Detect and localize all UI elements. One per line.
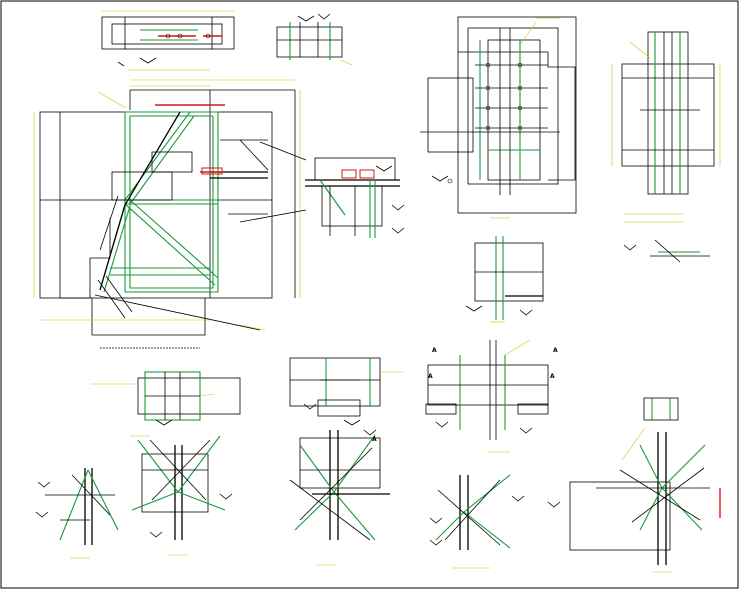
- node-detail-7: [289, 429, 390, 566]
- section-markers: A A A A A: [372, 347, 558, 443]
- top-plan-view: [101, 10, 235, 71]
- node-detail-6: [131, 435, 233, 556]
- node-detail-3: [425, 339, 549, 453]
- section-marker-label: A: [372, 436, 377, 443]
- small-section-view: [276, 13, 353, 66]
- node-detail-4: [643, 397, 679, 421]
- node-detail-5: [35, 468, 119, 559]
- node-detail-9: [547, 427, 721, 573]
- mid-small-detail-view: [465, 236, 710, 323]
- section-marker-label: A: [553, 347, 558, 354]
- node-detail-2: [289, 357, 404, 426]
- section-marker-label: A: [550, 373, 555, 380]
- section-marker-label: A: [428, 373, 433, 380]
- bracket-detail-view: [239, 141, 405, 238]
- node-detail-1: [90, 371, 241, 437]
- right-plan-view: [611, 31, 721, 223]
- main-elevation-view: [33, 79, 301, 349]
- column-plan-view: [420, 16, 577, 219]
- section-marker-label: A: [432, 347, 437, 354]
- node-detail-8: [429, 474, 525, 569]
